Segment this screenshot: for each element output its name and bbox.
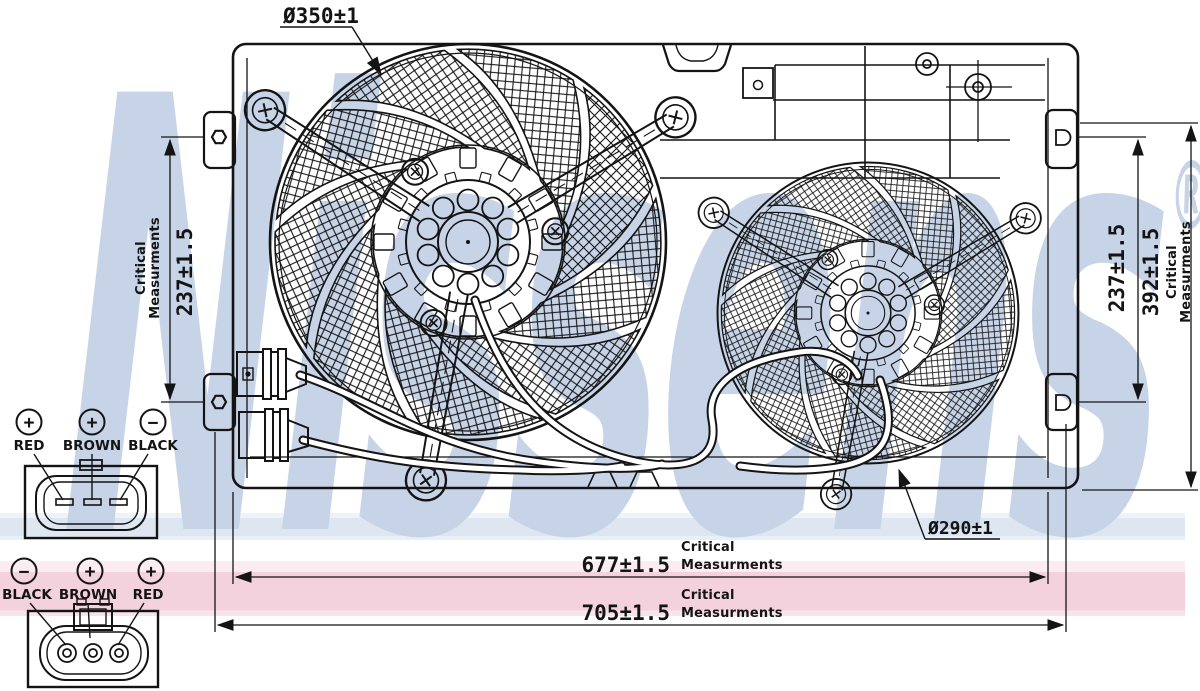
polarity-symbol: + (146, 562, 157, 583)
pin-label-black: BLACK (128, 438, 178, 454)
mounting-bolt-top (915, 52, 939, 76)
label-overall-height: 392±1.5 (1139, 228, 1163, 317)
note-measurments-right: Measurments (1179, 221, 1194, 323)
motor-plugs (236, 348, 309, 462)
pin-label-black: BLACK (2, 587, 52, 603)
note-measurments-705: Measurments (681, 606, 783, 621)
dim-left-height (161, 136, 205, 403)
shroud-rib-grid (660, 46, 1045, 179)
dim-overall-height (1080, 122, 1198, 491)
polarity-symbol: + (24, 413, 35, 434)
dim-fan-right-diameter (898, 468, 1000, 540)
dim-fan-left-diameter (280, 26, 382, 76)
note-critical-677: Critical (681, 540, 735, 555)
background-stripe-pink (0, 561, 1185, 616)
pin-label-red: RED (14, 438, 45, 454)
polarity-symbol: − (148, 413, 159, 434)
wiring-harness (295, 295, 893, 476)
connector-upper: + + − RED BROWN BLACK (14, 408, 178, 540)
label-overall-width: 705±1.5 (581, 601, 670, 625)
background-stripe-blue (0, 513, 1185, 540)
pin-label-red: RED (133, 587, 164, 603)
dimensions (161, 26, 1198, 632)
dim-shroud-width (232, 492, 1049, 584)
label-left-height: 237±1.5 (173, 228, 197, 317)
polarity-symbol: + (85, 562, 96, 583)
polarity-symbol: − (19, 562, 30, 583)
connector-lower: − + + BLACK BROWN RED (2, 557, 165, 689)
shroud-top-notch (661, 44, 733, 73)
note-measurments-677: Measurments (681, 558, 783, 573)
mounting-bolt-crosshair (946, 60, 1012, 142)
label-right-height: 237±1.5 (1105, 224, 1129, 313)
dim-overall-width (214, 424, 1067, 632)
note-critical-705: Critical (681, 588, 735, 603)
tab-hex-hole (210, 129, 228, 145)
tab-hex-hole (210, 394, 228, 410)
label-fan-right-diameter: Ø290±1 (927, 518, 993, 539)
note-measurments-left: Measurments (148, 217, 163, 319)
dim-right-height (1078, 136, 1146, 403)
mounting-tabs (202, 108, 1079, 432)
tab-d-hole (1055, 129, 1072, 146)
note-critical-left: Critical (134, 241, 149, 295)
polarity-symbol: + (87, 413, 98, 434)
label-shroud-width: 677±1.5 (581, 553, 670, 577)
label-fan-left-diameter: Ø350±1 (282, 4, 359, 28)
tab-d-hole (1055, 394, 1072, 411)
note-critical-right: Critical (1165, 245, 1180, 299)
pin-label-brown: BROWN (63, 438, 121, 454)
